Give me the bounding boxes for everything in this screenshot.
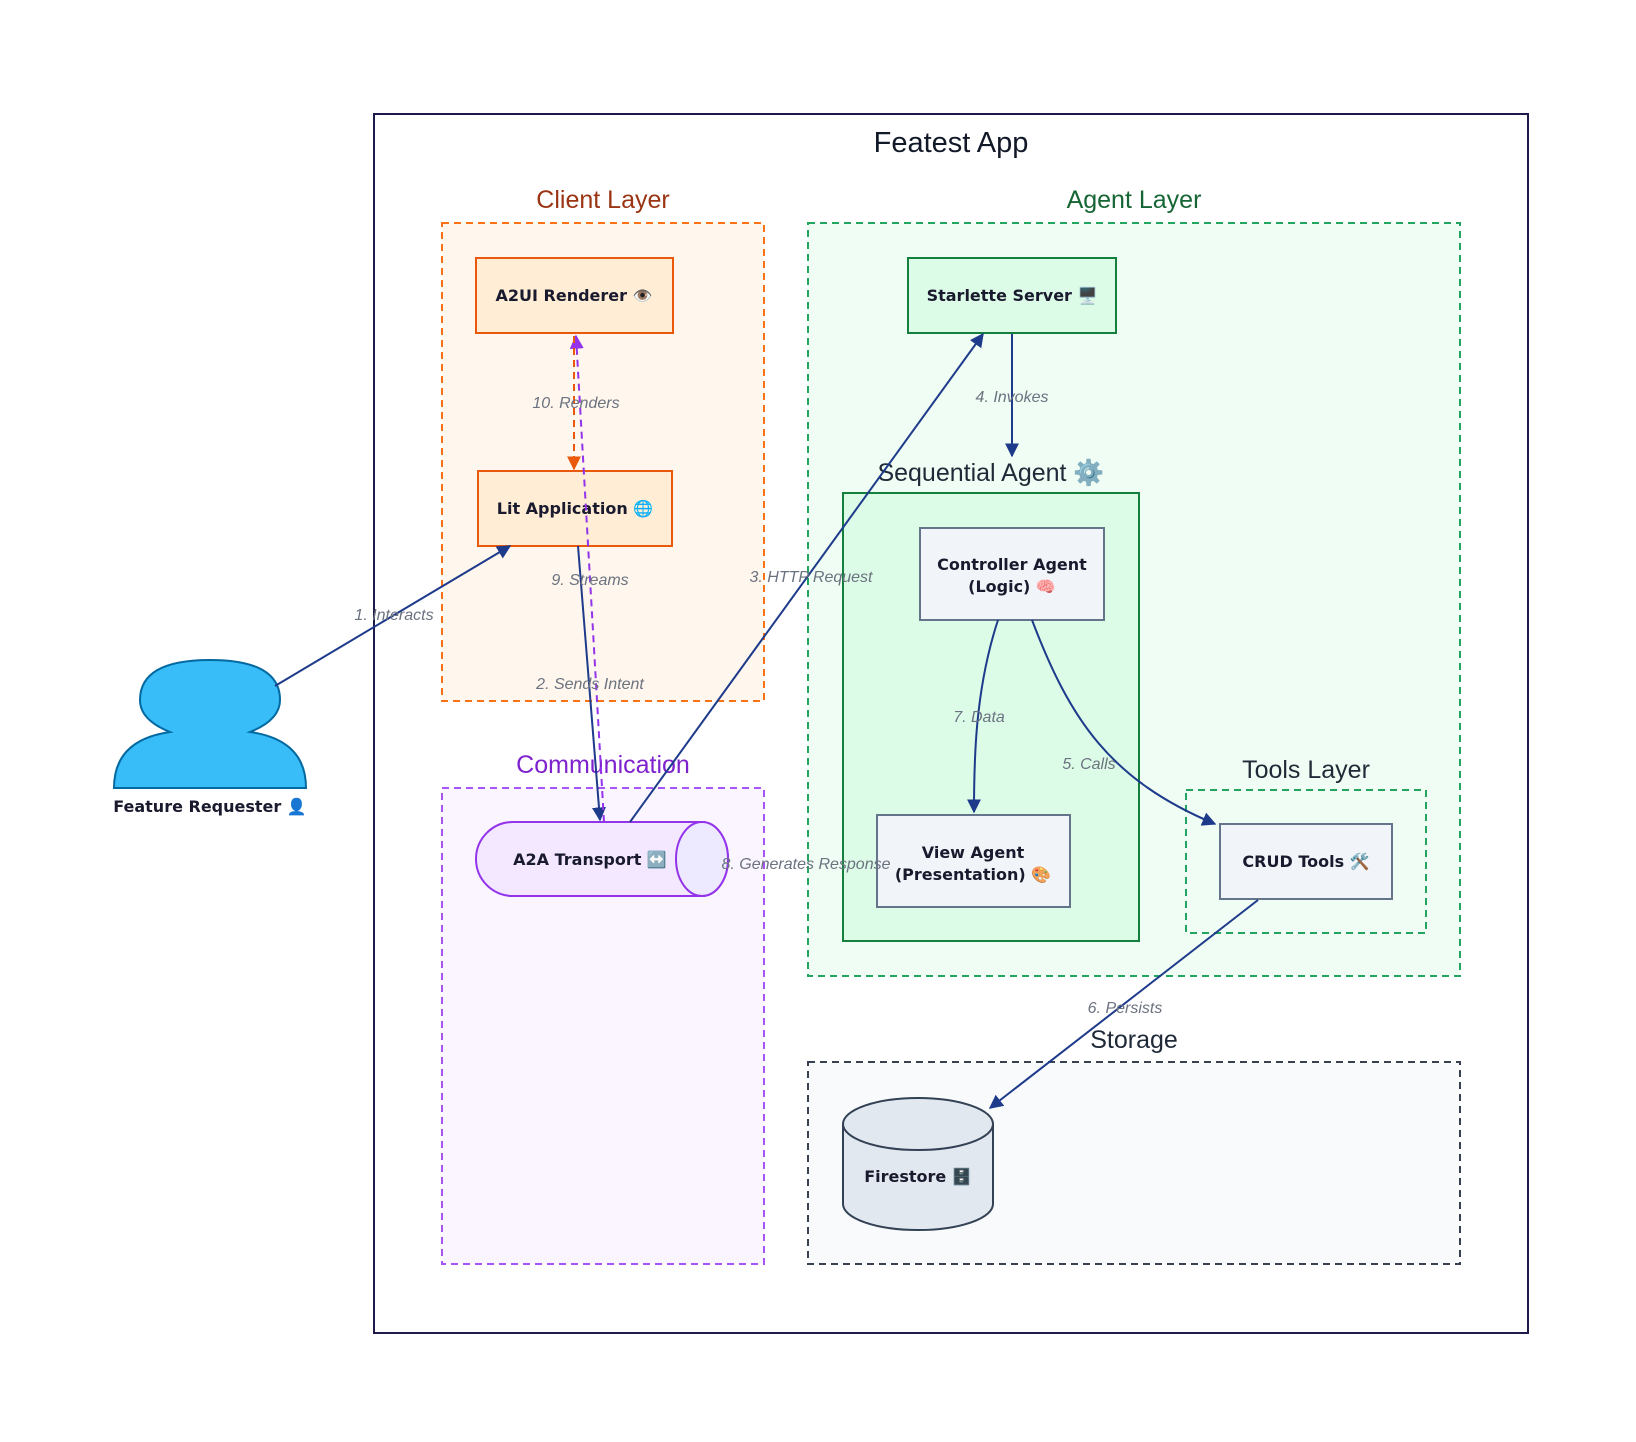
edge-label-persists: 6. Persists [1088,1000,1163,1017]
controller-agent-node[interactable]: Controller Agent (Logic) 🧠 [919,527,1105,621]
starlette-server-node[interactable]: Starlette Server 🖥️ [907,257,1117,334]
edge-label-renders: 10. Renders [532,395,619,412]
lit-application-label: Lit Application 🌐 [497,499,653,518]
sequential-agent-title: Sequential Agent ⚙️ [877,458,1104,487]
client-layer-title: Client Layer [536,186,669,214]
a2a-transport-node[interactable]: A2A Transport ↔️ [475,821,729,897]
a2ui-renderer-node[interactable]: A2UI Renderer 👁️ [475,257,674,334]
view-agent-line2: (Presentation) 🎨 [895,865,1051,884]
edge-streams [569,334,605,823]
lit-application-node[interactable]: Lit Application 🌐 [477,470,673,547]
a2ui-renderer-label: A2UI Renderer 👁️ [495,286,652,305]
communication-title: Communication [516,751,690,779]
edge-http-request [629,332,984,823]
app-title: Featest App [874,127,1029,159]
edge-label-sends-intent: 2. Sends Intent [535,676,644,693]
person-icon [112,658,308,789]
edge-calls [1031,619,1217,826]
view-agent-line1: View Agent [922,843,1025,862]
edge-label-interacts: 1. Interacts [354,607,433,624]
controller-agent-line1: Controller Agent [937,555,1087,574]
edge-label-calls: 5. Calls [1062,756,1115,773]
feature-requester-label: Feature Requester 👤 [113,797,307,816]
edge-label-http-request: 3. HTTP Request [749,569,873,586]
controller-agent-line2: (Logic) 🧠 [968,577,1056,596]
edge-label-data: 7. Data [953,709,1005,726]
storage-title: Storage [1090,1026,1178,1054]
edge-label-invokes: 4. Invokes [976,389,1049,406]
edge-persists [988,899,1259,1109]
edge-sends-intent [577,545,606,822]
edge-interacts [274,545,512,687]
crud-tools-label: CRUD Tools 🛠️ [1242,852,1369,871]
edge-label-streams: 9. Streams [551,572,628,589]
a2a-transport-label: A2A Transport ↔️ [513,850,667,869]
firestore-label: Firestore 🗄️ [864,1167,972,1186]
view-agent-node[interactable]: View Agent (Presentation) 🎨 [876,814,1071,908]
crud-tools-node[interactable]: CRUD Tools 🛠️ [1219,823,1393,900]
starlette-server-label: Starlette Server 🖥️ [927,286,1098,305]
edge-label-generates-response: 8. Generates Response [722,856,891,873]
feature-requester-actor[interactable]: Feature Requester 👤 [112,658,308,816]
firestore-node[interactable]: Firestore 🗄️ [842,1097,994,1231]
agent-layer-title: Agent Layer [1067,186,1202,214]
edge-data [967,619,999,814]
tools-layer-title: Tools Layer [1242,756,1370,784]
